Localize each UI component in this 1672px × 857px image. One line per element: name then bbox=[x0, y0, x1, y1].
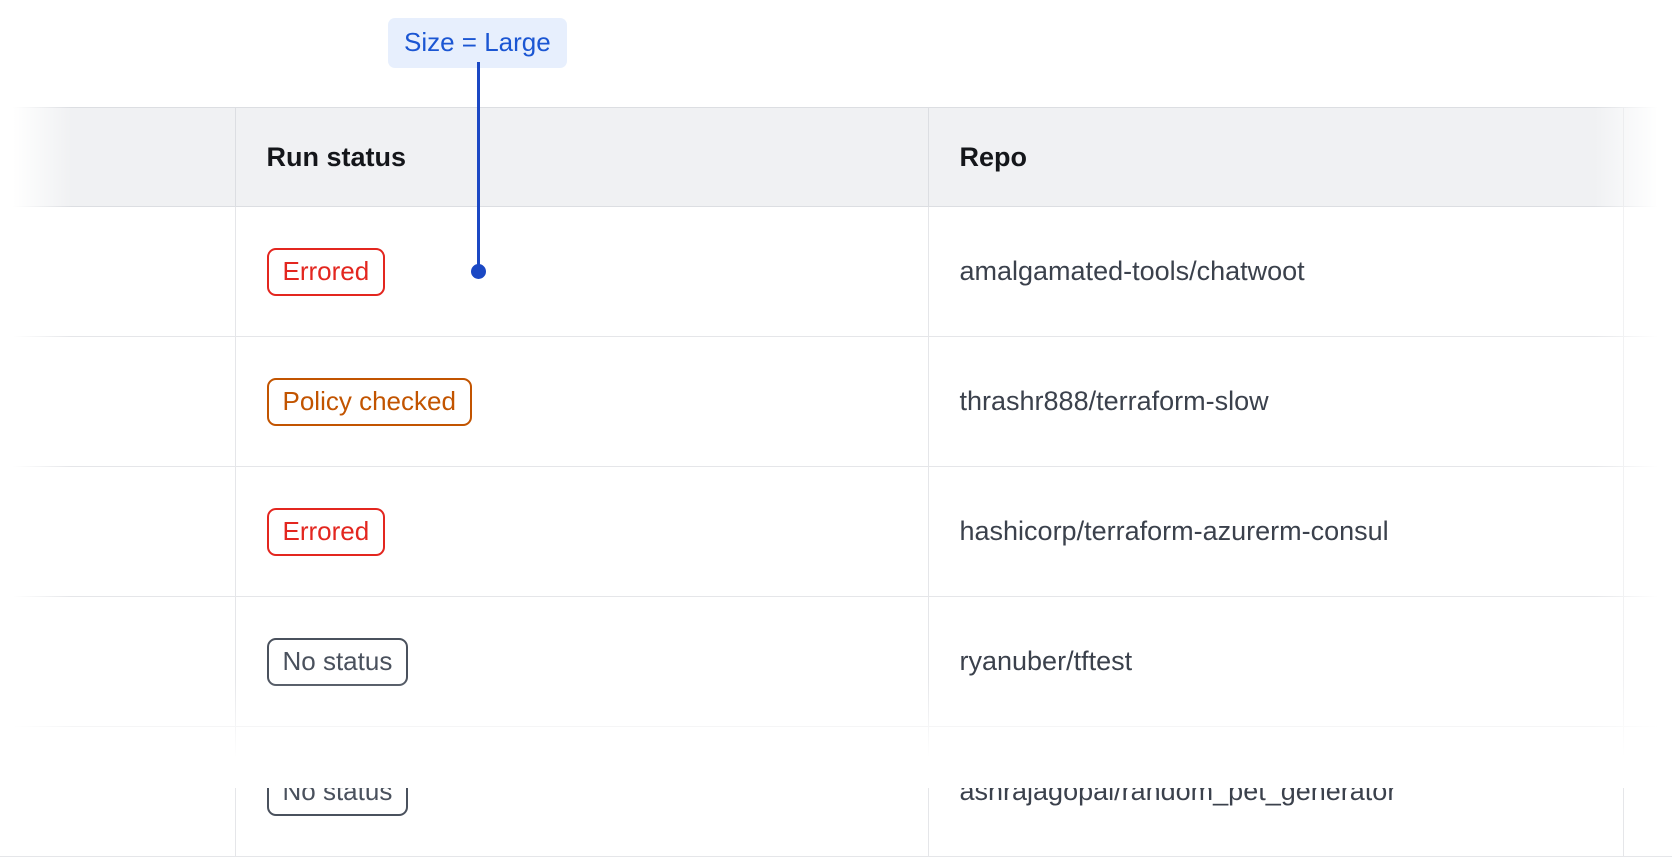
status-badge[interactable]: No status bbox=[266, 637, 409, 686]
row-spacer-cell bbox=[0, 596, 236, 727]
run-status-cell: No status bbox=[235, 596, 929, 727]
status-badge[interactable]: Errored bbox=[266, 507, 386, 556]
row-tail-cell bbox=[1623, 336, 1672, 467]
run-status-cell: No status bbox=[235, 726, 929, 857]
column-header-tail bbox=[1623, 107, 1672, 207]
row-tail-cell bbox=[1623, 206, 1672, 337]
table-row[interactable]: Policy checked thrashr888/terraform-slow bbox=[0, 336, 1672, 467]
row-spacer-cell bbox=[0, 466, 236, 597]
table-row[interactable]: Errored amalgamated-tools/chatwoot bbox=[0, 206, 1672, 337]
row-tail-cell bbox=[1623, 596, 1672, 727]
row-spacer-cell bbox=[0, 726, 236, 857]
row-tail-cell bbox=[1623, 466, 1672, 597]
repo-cell[interactable]: thrashr888/terraform-slow bbox=[928, 336, 1624, 467]
status-badge[interactable]: Policy checked bbox=[266, 377, 472, 426]
repo-cell[interactable]: ryanuber/tftest bbox=[928, 596, 1624, 727]
row-spacer-cell bbox=[0, 206, 236, 337]
column-header-run-status[interactable]: Run status bbox=[235, 107, 929, 207]
table-header-row: Run status Repo bbox=[0, 107, 1672, 207]
table-row[interactable]: Errored hashicorp/terraform-azurerm-consu… bbox=[0, 466, 1672, 597]
row-spacer-cell bbox=[0, 336, 236, 467]
status-badge[interactable]: Errored bbox=[266, 247, 386, 296]
repo-cell[interactable]: amalgamated-tools/chatwoot bbox=[928, 206, 1624, 337]
run-status-cell: Policy checked bbox=[235, 336, 929, 467]
row-tail-cell bbox=[1623, 726, 1672, 857]
repo-cell[interactable]: ashrajagopal/random_pet_generator bbox=[928, 726, 1624, 857]
runs-table-container: Run status Repo Errored amalgamated-tools… bbox=[0, 107, 1672, 857]
runs-table: Run status Repo Errored amalgamated-tools… bbox=[0, 107, 1672, 857]
status-badge[interactable]: No status bbox=[266, 767, 409, 816]
column-header-repo[interactable]: Repo bbox=[928, 107, 1624, 207]
annotation-chip-size-large[interactable]: Size = Large bbox=[388, 18, 567, 68]
run-status-cell: Errored bbox=[235, 466, 929, 597]
column-header-spacer bbox=[0, 107, 236, 207]
repo-cell[interactable]: hashicorp/terraform-azurerm-consul bbox=[928, 466, 1624, 597]
table-row[interactable]: No status ashrajagopal/random_pet_generat… bbox=[0, 726, 1672, 857]
table-row[interactable]: No status ryanuber/tftest bbox=[0, 596, 1672, 727]
table-header: Run status Repo bbox=[0, 107, 1672, 207]
run-status-cell: Errored bbox=[235, 206, 929, 337]
